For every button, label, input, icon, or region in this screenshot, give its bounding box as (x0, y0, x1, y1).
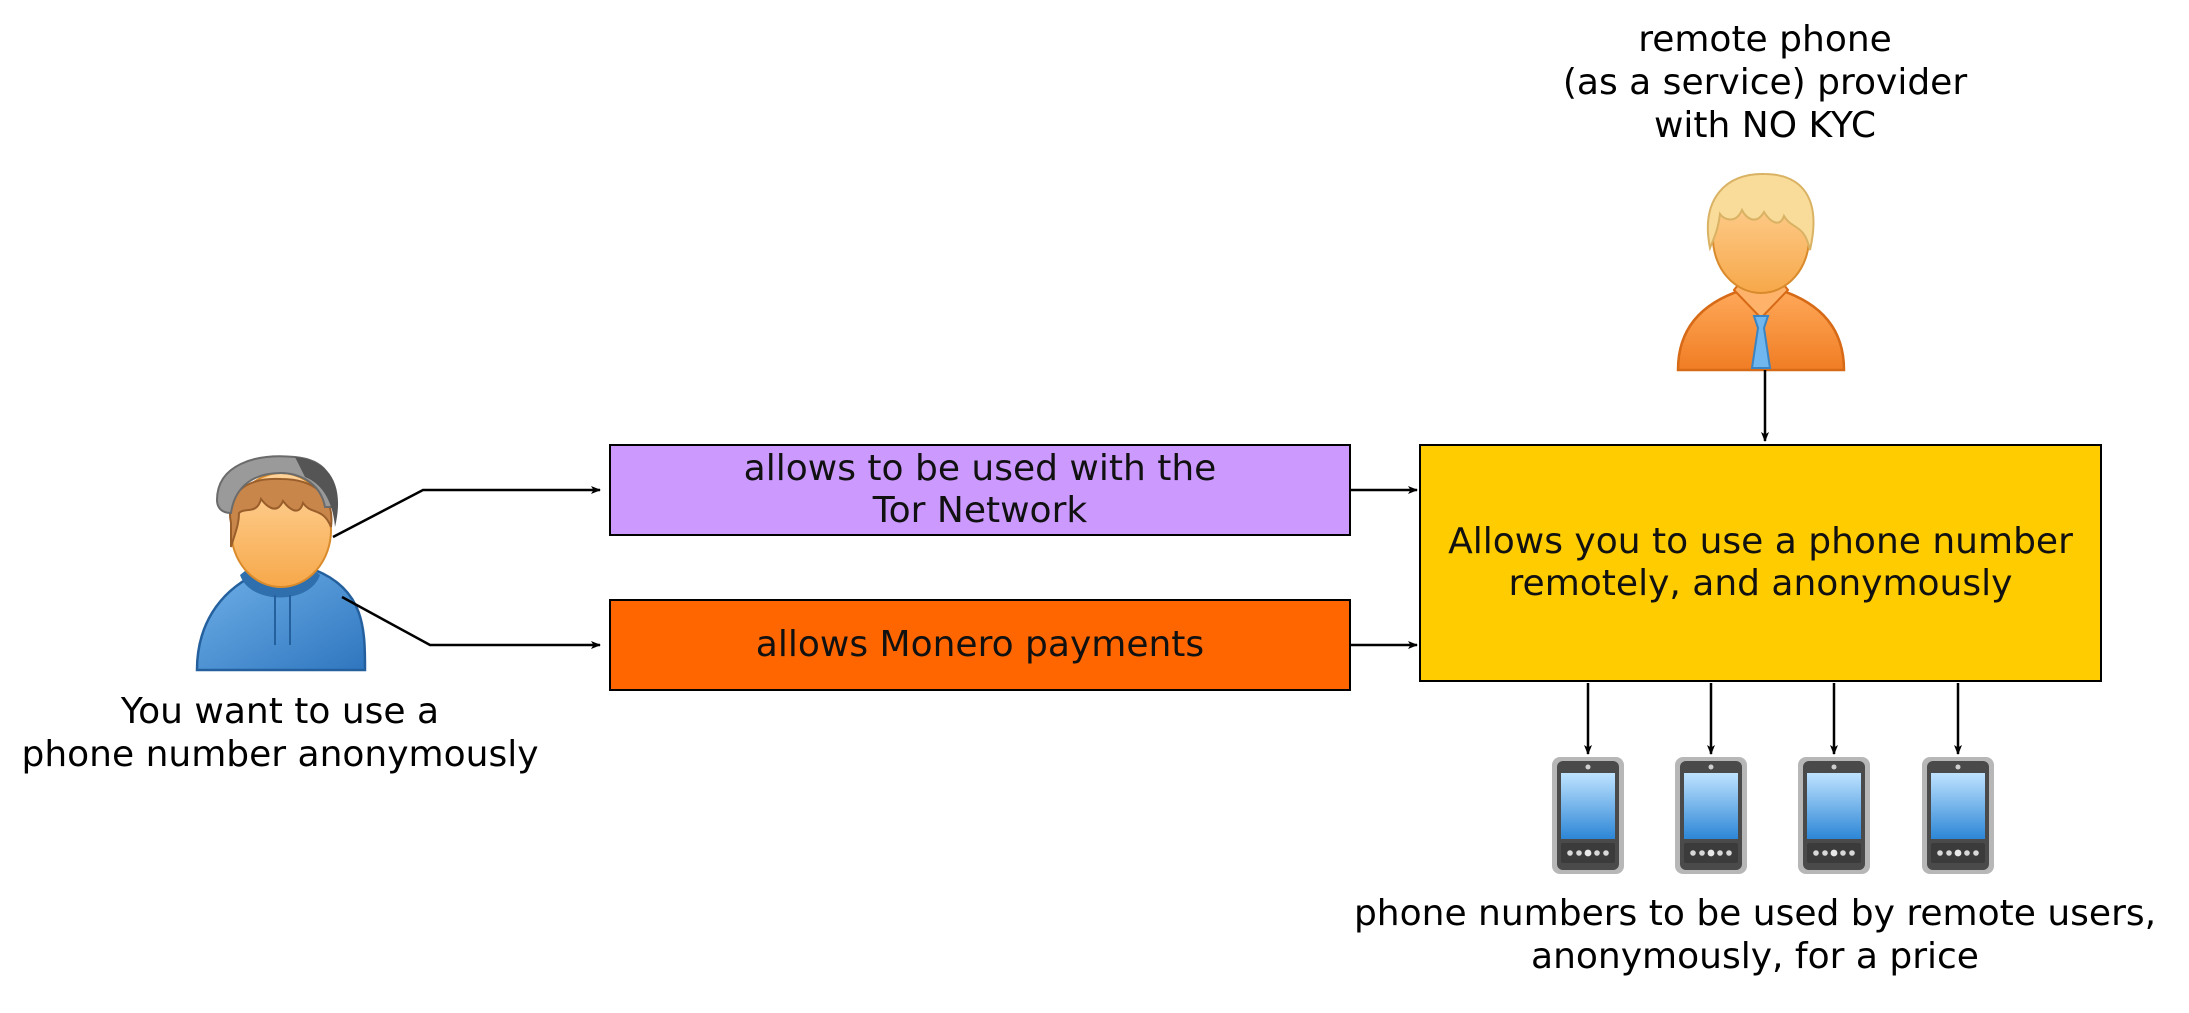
monero-payments-box: allows Monero payments (609, 599, 1351, 691)
phone-2-icon (1675, 757, 1747, 874)
user-label: You want to use a phone number anonymous… (0, 690, 560, 776)
provider-label: remote phone (as a service) provider wit… (1530, 18, 2000, 147)
provider-person-icon (1676, 172, 1846, 372)
phone-4-icon (1922, 757, 1994, 874)
phone-1-icon (1552, 757, 1624, 874)
phones-label: phone numbers to be used by remote users… (1340, 892, 2170, 978)
user-to-tor-arrow (332, 486, 601, 539)
tor-network-box: allows to be used with the Tor Network (609, 444, 1351, 536)
provider-label-line-3: with NO KYC (1653, 105, 1876, 146)
monero-box-line-1: allows Monero payments (755, 624, 1205, 665)
user-label-line-2: phone number anonymously (21, 734, 539, 775)
phones-label-line-1: phone numbers to be used by remote users… (1353, 893, 2157, 934)
tor-box-line-2: Tor Network (872, 490, 1088, 531)
user-label-line-1: You want to use a (120, 691, 440, 732)
phones-label-line-2: anonymously, for a price (1531, 936, 1979, 977)
user-person-icon (195, 455, 367, 672)
tor-box-line-1: allows to be used with the (743, 448, 1217, 489)
service-box-line-1: Allows you to use a phone number (1448, 521, 2073, 562)
provider-label-line-1: remote phone (1638, 19, 1892, 60)
service-box: Allows you to use a phone number remotel… (1419, 444, 2102, 682)
provider-label-line-2: (as a service) provider (1562, 62, 1968, 103)
service-box-line-2: remotely, and anonymously (1508, 563, 2013, 604)
user-to-monero-arrow (341, 595, 601, 649)
phone-3-icon (1798, 757, 1870, 874)
